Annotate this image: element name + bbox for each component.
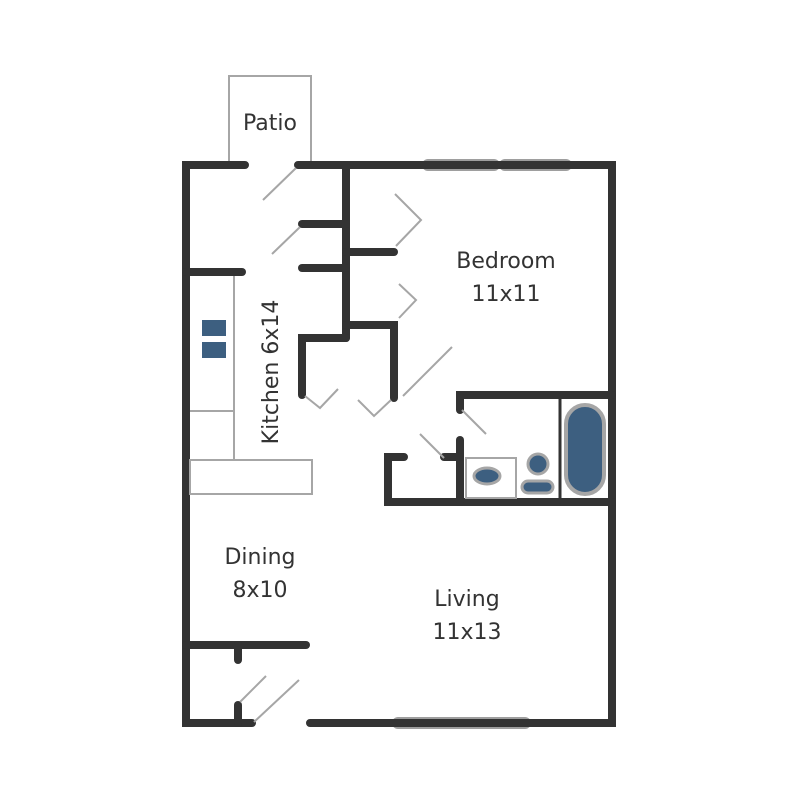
patio-outline [228,75,312,162]
exterior-wall-west [182,161,256,727]
front-door-swing [253,679,300,723]
bathtub-icon [564,403,606,496]
bath-lower-wall [384,453,616,506]
living-label: Living [434,587,499,612]
kitchen-fixtures [189,276,313,495]
bedroom-closet-swing-1 [394,193,423,247]
hall-closet-right [342,321,398,402]
patio-door-swing [262,167,297,201]
dining-label: Dining [224,545,295,570]
toilet-tank-icon [520,479,555,495]
cooktop-burner-bottom [202,342,226,358]
door-swings [239,167,487,723]
toilet-bowl-icon [526,452,550,476]
bath-fixtures [465,403,606,499]
dining-size: 8x10 [232,578,287,603]
bedroom-closet-swing-2 [398,283,418,319]
living-size: 11x13 [432,620,501,645]
cooktop-burner-top [202,320,226,336]
walls [182,161,616,727]
hall-closet-swing-left [304,388,339,410]
breakfast-bar [189,459,313,495]
entry-closet-swing [239,675,267,703]
bath-inner-door-swing [461,409,487,435]
closet-door-swing-1 [271,226,301,255]
sink-icon [472,466,502,486]
hall-closet-swing-right [357,399,392,418]
bedroom-size: 11x11 [471,282,540,307]
hall-closet-left [298,334,350,399]
bedroom-label: Bedroom [456,249,556,274]
bedroom-door-swing [402,346,453,397]
patio-label: Patio [243,111,297,136]
kitchen-label: Kitchen 6x14 [259,300,284,445]
exterior-wall-north-east-south [294,161,616,727]
bath-door-swing [419,433,445,459]
